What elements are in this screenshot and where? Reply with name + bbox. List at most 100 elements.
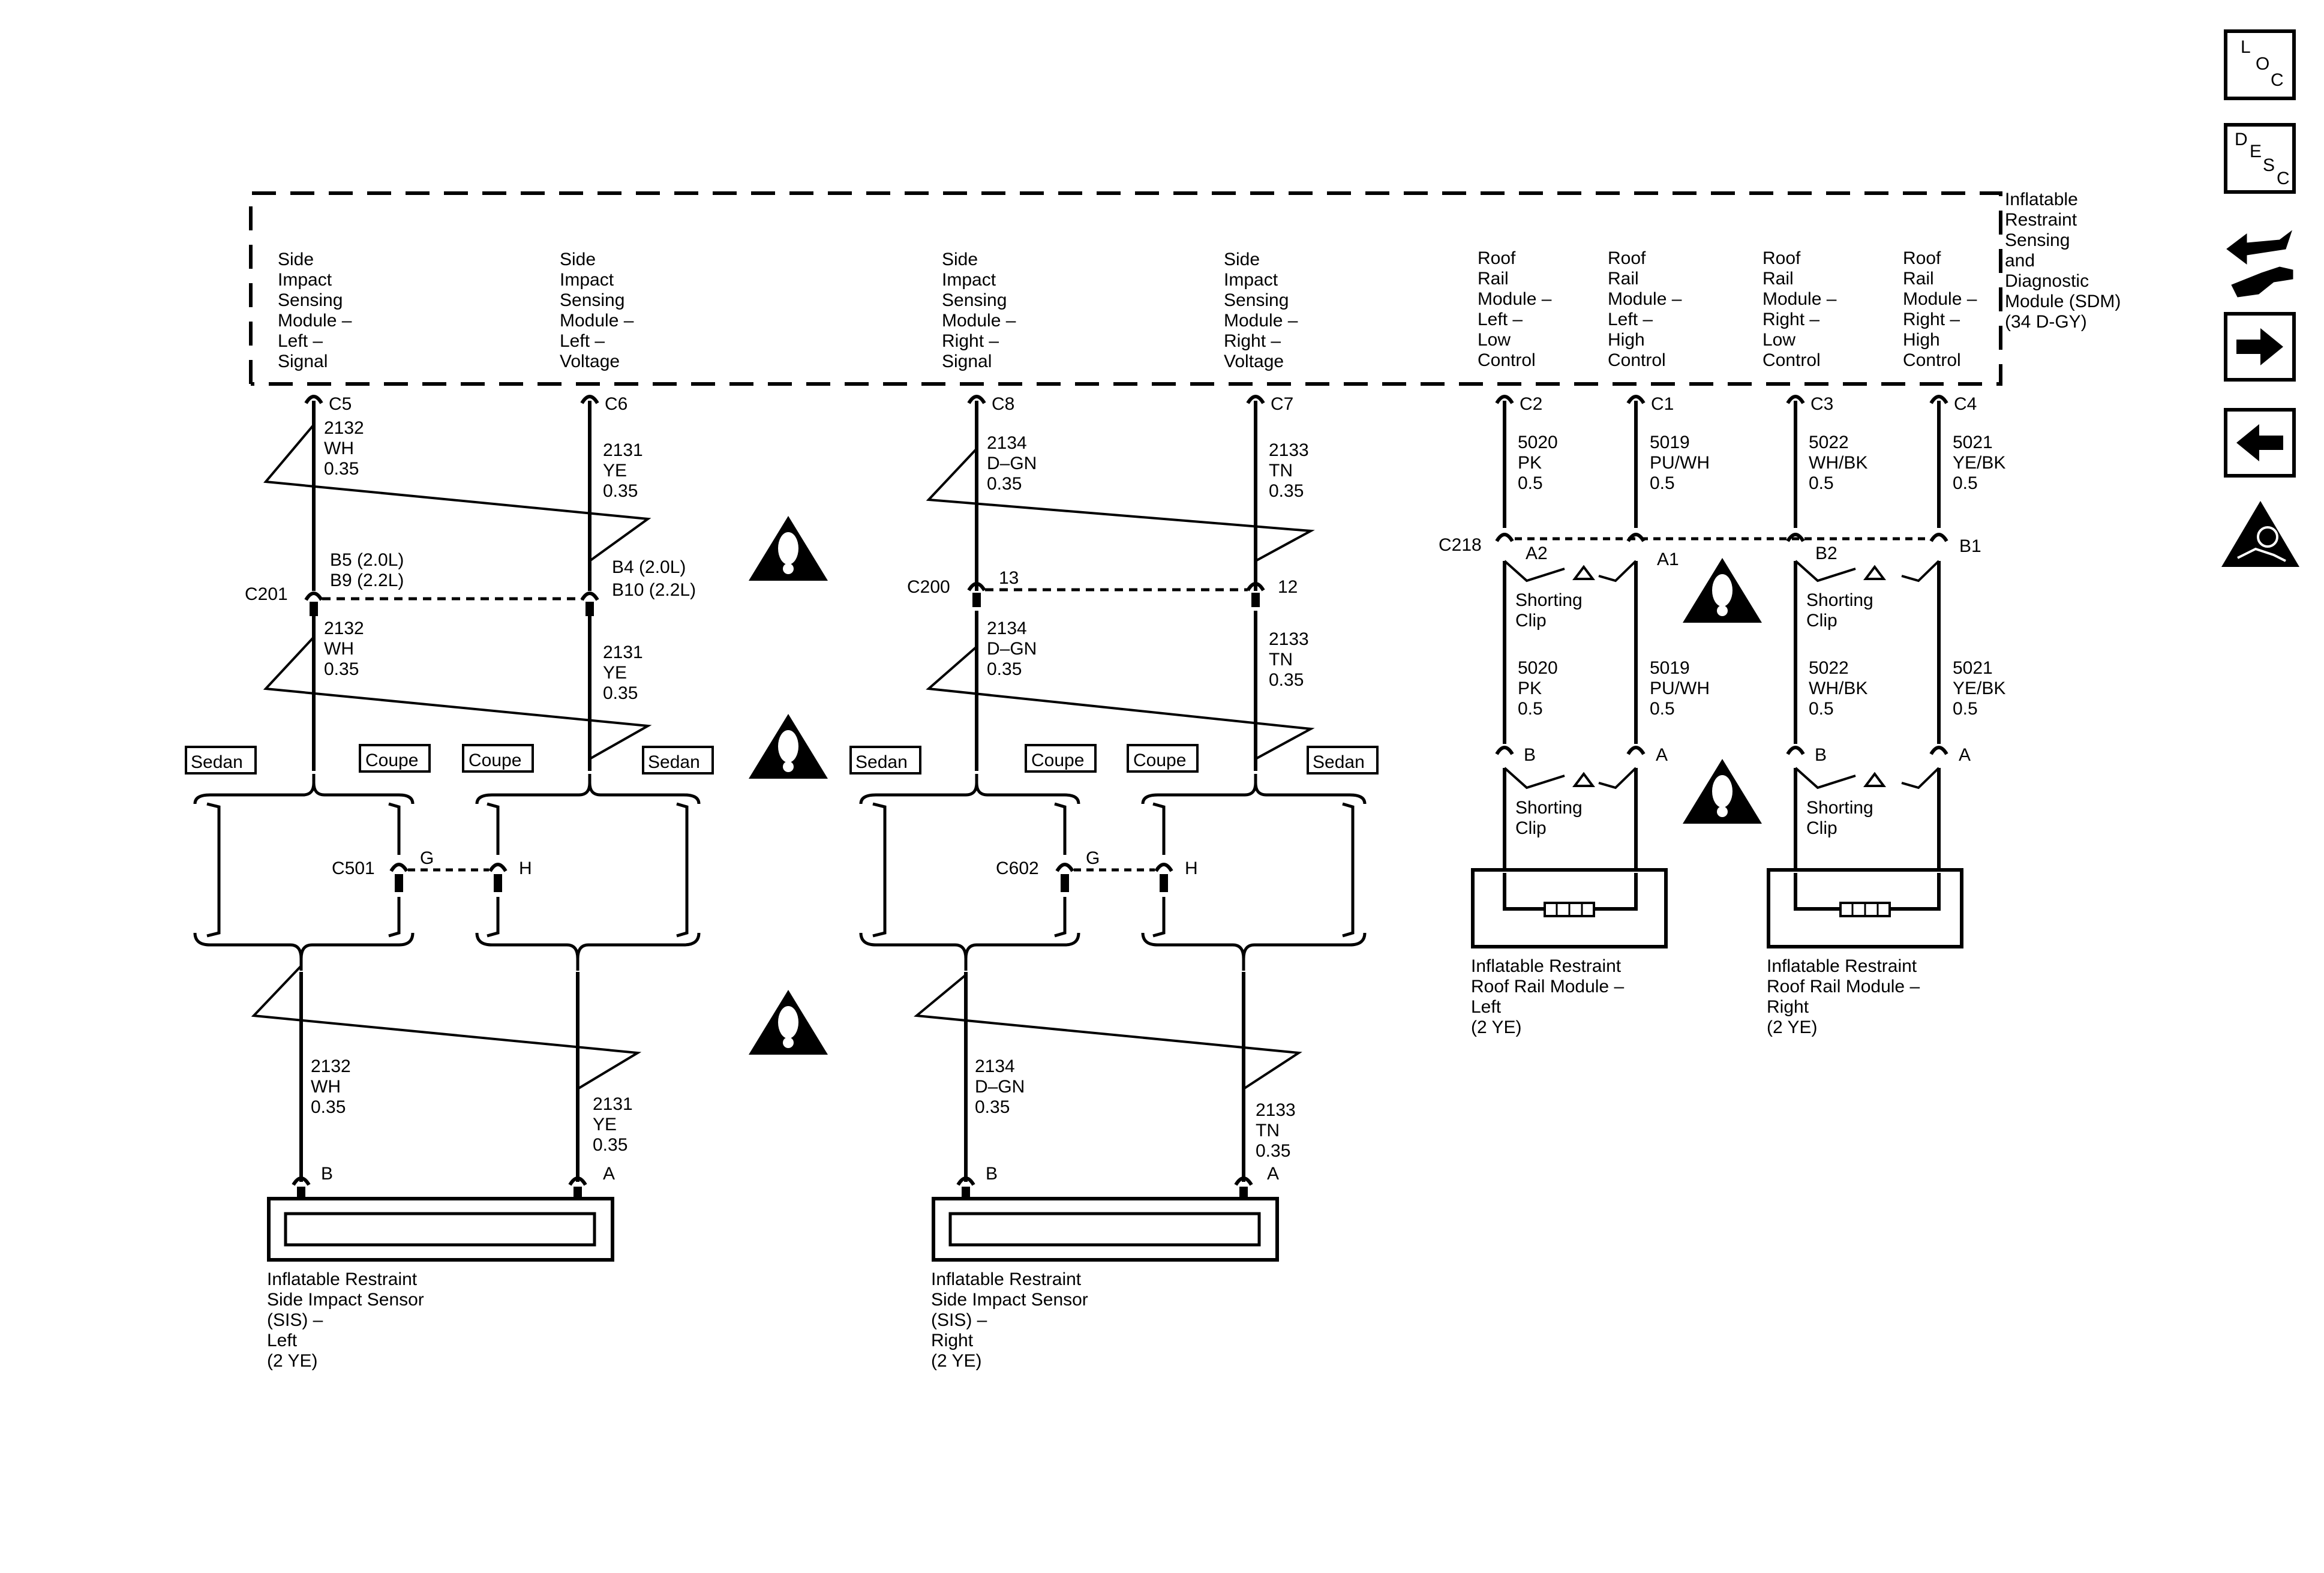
sdm-connector-c3: C3 — [1788, 394, 1833, 414]
svg-text:Coupe: Coupe — [1031, 751, 1084, 770]
svg-text:C: C — [2277, 169, 2290, 188]
sdm-connector-c4: C4 — [1931, 394, 1977, 414]
svg-text:H: H — [1185, 858, 1198, 878]
rrm-left-pins: B A — [1497, 745, 1668, 765]
sis-left-pins: B A — [293, 1164, 615, 1200]
option-coupe-1 — [359, 744, 431, 773]
svg-text:C200: C200 — [907, 577, 950, 597]
svg-text:H: H — [519, 858, 532, 878]
svg-text:O: O — [2256, 54, 2269, 74]
svg-text:Sedan: Sedan — [191, 752, 243, 772]
svg-text:A: A — [1656, 745, 1668, 765]
svg-text:Coupe: Coupe — [1133, 751, 1186, 770]
svg-text:B: B — [986, 1164, 998, 1184]
option-bracket-left — [193, 774, 701, 971]
svg-text:B: B — [1815, 745, 1827, 765]
svg-text:C218: C218 — [1439, 535, 1482, 555]
airbag-icon[interactable] — [2221, 501, 2299, 567]
sdm-connector-c5: C5 — [306, 394, 352, 414]
arrow-right-icon[interactable] — [2224, 312, 2296, 382]
svg-text:Coupe: Coupe — [469, 751, 521, 770]
shorting-clips — [1503, 560, 1940, 789]
sdm-connector-c1: C1 — [1628, 394, 1674, 414]
svg-text:C8: C8 — [992, 394, 1014, 414]
option-labels: Sedan Coupe Coupe Sedan Sedan Coupe Coup… — [185, 744, 1379, 775]
warning-icon — [749, 714, 828, 779]
svg-text:12: 12 — [1278, 577, 1298, 597]
option-bracket-right — [859, 774, 1367, 971]
svg-text:Sedan: Sedan — [855, 752, 908, 772]
connector-c501: C501 G H — [332, 848, 532, 892]
option-coupe-3 — [1025, 744, 1097, 773]
sdm-connector-c8: C8 — [969, 394, 1014, 414]
option-coupe-4 — [1127, 744, 1199, 773]
svg-text:E: E — [2250, 142, 2262, 161]
svg-text:G: G — [1086, 848, 1100, 868]
wires — [299, 401, 1941, 1182]
svg-text:C7: C7 — [1271, 394, 1293, 414]
svg-text:Sedan: Sedan — [1313, 752, 1365, 772]
svg-text:B10 (2.2L): B10 (2.2L) — [612, 580, 696, 600]
sdm-connector-c6: C6 — [582, 394, 627, 414]
arrow-left-icon[interactable] — [2224, 408, 2296, 478]
option-sedan-3 — [849, 746, 921, 775]
svg-text:A: A — [1959, 745, 1971, 765]
svg-text:B1: B1 — [1959, 536, 1981, 556]
svg-text:Coupe: Coupe — [365, 751, 418, 770]
twisted-pair-marks — [251, 424, 1315, 1090]
svg-text:B: B — [321, 1164, 333, 1184]
svg-text:D: D — [2235, 130, 2248, 149]
svg-text:C3: C3 — [1810, 394, 1833, 414]
svg-text:B4 (2.0L): B4 (2.0L) — [612, 557, 686, 577]
loc-icon[interactable]: L O C — [2224, 29, 2296, 100]
rrm-right-pins: B A — [1788, 745, 1971, 765]
svg-text:C6: C6 — [605, 394, 627, 414]
sdm-connector-c2: C2 — [1497, 394, 1542, 414]
swap-arrows-icon[interactable] — [2226, 230, 2293, 298]
svg-text:A2: A2 — [1526, 544, 1548, 563]
svg-text:C4: C4 — [1954, 394, 1977, 414]
option-coupe-2 — [462, 744, 534, 773]
svg-text:C: C — [2271, 70, 2284, 90]
desc-icon[interactable]: D E S C — [2224, 123, 2296, 194]
svg-text:C5: C5 — [329, 394, 352, 414]
warning-icon — [749, 990, 828, 1055]
sdm-module: Inflatable Restraint Sensing and Diagnos… — [249, 190, 2121, 386]
svg-text:B9 (2.2L): B9 (2.2L) — [330, 571, 404, 590]
svg-text:13: 13 — [999, 568, 1019, 588]
svg-text:B5 (2.0L): B5 (2.0L) — [330, 550, 404, 570]
sdm-connector-c7: C7 — [1248, 394, 1293, 414]
svg-text:Sedan: Sedan — [648, 752, 700, 772]
